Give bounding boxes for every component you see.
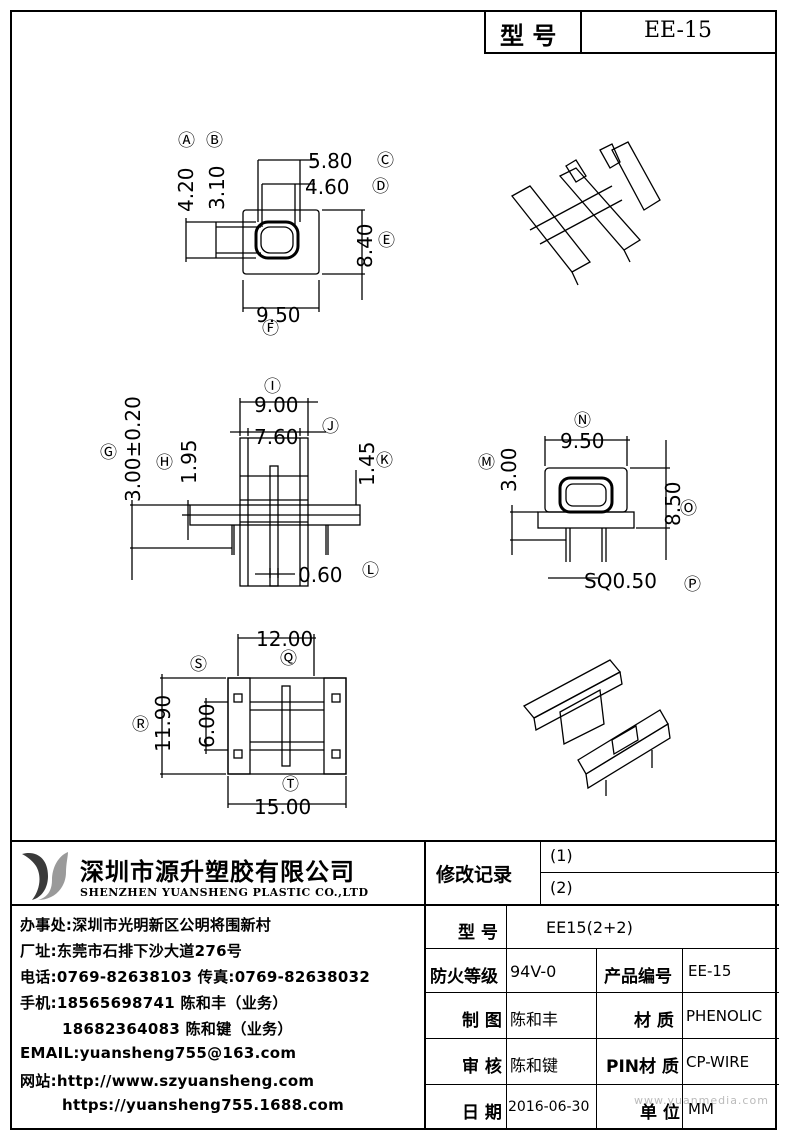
front-view [130, 398, 361, 587]
dim-T: 15.00 [254, 795, 311, 819]
marker-R: Ⓡ [132, 715, 149, 735]
revision-2: (2) [550, 878, 573, 897]
dim-Q: 12.00 [256, 627, 313, 651]
bottom-view [160, 634, 347, 808]
revision-1: (1) [550, 846, 573, 865]
marker-K: Ⓚ [376, 451, 393, 471]
marker-N: Ⓝ [574, 411, 591, 431]
material-value: PHENOLIC [686, 1007, 763, 1025]
marker-C: Ⓒ [377, 151, 394, 171]
header-block: 型 号 EE-15 [484, 10, 777, 54]
marker-T: Ⓣ [282, 775, 299, 795]
dim-N: 9.50 [560, 429, 605, 453]
dim-C: 5.80 [308, 149, 353, 173]
factory-address: 厂址:东莞市石排下沙大道276号 [20, 942, 243, 960]
drawn-by-value: 陈和丰 [510, 1010, 559, 1029]
website-1: 网站:http://www.szyuansheng.com [20, 1072, 315, 1090]
model-label: 型 号 [500, 22, 557, 50]
pin-material-value: CP-WIRE [686, 1053, 750, 1071]
dim-E: 8.40 [353, 223, 377, 268]
dim-P: SQ0.50 [584, 569, 657, 593]
dim-O: 8.50 [661, 481, 685, 526]
spec-table [424, 840, 779, 1130]
model-row-label: 型 号 [458, 923, 498, 943]
marker-S: Ⓢ [190, 655, 207, 675]
mobile-1: 手机:18565698741 陈和丰（业务） [20, 994, 288, 1012]
dim-G: 3.00±0.20 [121, 396, 145, 502]
dim-H: 1.95 [177, 439, 201, 484]
reviewed-by-label: 审 核 [462, 1057, 502, 1077]
reviewed-by-value: 陈和键 [510, 1056, 559, 1075]
dim-F: 9.50 [256, 303, 301, 327]
product-no-value: EE-15 [688, 962, 732, 980]
website-2: https://yuansheng755.1688.com [62, 1096, 345, 1114]
dim-D: 4.60 [305, 175, 350, 199]
dim-L: 0.60 [298, 563, 343, 587]
pin-material-label: PIN材 质 [606, 1057, 679, 1077]
dim-A: 4.20 [174, 167, 198, 212]
marker-M: Ⓜ [478, 453, 495, 473]
unit-label: 单 位 [640, 1103, 680, 1123]
date-label: 日 期 [462, 1103, 502, 1123]
info-separator [10, 840, 777, 842]
marker-F: Ⓕ [262, 319, 279, 339]
dim-M: 3.00 [497, 447, 521, 492]
phone-fax: 电话:0769-82638103 传真:0769-82638032 [20, 968, 371, 986]
product-no-label: 产品编号 [604, 967, 672, 987]
company-name-en: SHENZHEN YUANSHENG PLASTIC CO.,LTD [80, 886, 369, 899]
marker-J: Ⓙ [322, 417, 339, 437]
marker-A: Ⓐ [178, 131, 195, 151]
date-value: 2016-06-30 [508, 1099, 590, 1115]
marker-L: Ⓛ [362, 561, 379, 581]
drawn-by-label: 制 图 [462, 1011, 502, 1031]
watermark: www.yuanmedia.com [634, 1094, 769, 1107]
top-view [185, 159, 365, 312]
marker-B: Ⓑ [206, 131, 223, 151]
office-address: 办事处:深圳市光明新区公明将围新村 [20, 916, 272, 934]
unit-value: MM [688, 1100, 714, 1118]
marker-G: Ⓖ [100, 443, 117, 463]
material-label: 材 质 [634, 1011, 674, 1031]
drawing-frame [10, 10, 777, 1130]
fire-rating-label: 防火等级 [430, 967, 498, 987]
marker-I: Ⓘ [264, 377, 281, 397]
iso-view-bottom [522, 659, 671, 796]
marker-E: Ⓔ [378, 231, 395, 251]
mobile-2: 18682364083 陈和键（业务） [62, 1020, 293, 1038]
technical-drawing: 5.80 4.60 9.50 4.20 3.10 8.40 9.00 7.60 … [100, 131, 701, 819]
dim-K: 1.45 [355, 441, 379, 486]
dim-I: 9.00 [254, 393, 299, 417]
dim-B: 3.10 [205, 165, 229, 210]
company-logo-icon [22, 852, 68, 900]
company-divider [10, 904, 426, 906]
marker-H: Ⓗ [156, 453, 173, 473]
side-view [510, 436, 670, 579]
marker-O: Ⓞ [680, 499, 697, 519]
dim-J: 7.60 [254, 425, 299, 449]
dim-S: 6.00 [195, 703, 219, 748]
fire-rating-value: 94V-0 [510, 962, 557, 981]
model-value: EE-15 [644, 18, 712, 43]
revision-label: 修改记录 [436, 864, 513, 886]
marker-D: Ⓓ [372, 177, 389, 197]
model-row-value: EE15(2+2) [546, 918, 633, 937]
company-name-cn: 深圳市源升塑胶有限公司 [80, 858, 355, 886]
email: EMAIL:yuansheng755@163.com [20, 1044, 297, 1062]
dim-R: 11.90 [151, 695, 175, 752]
marker-Q: Ⓠ [280, 649, 297, 669]
iso-view-top [511, 141, 661, 286]
marker-P: Ⓟ [684, 575, 701, 595]
